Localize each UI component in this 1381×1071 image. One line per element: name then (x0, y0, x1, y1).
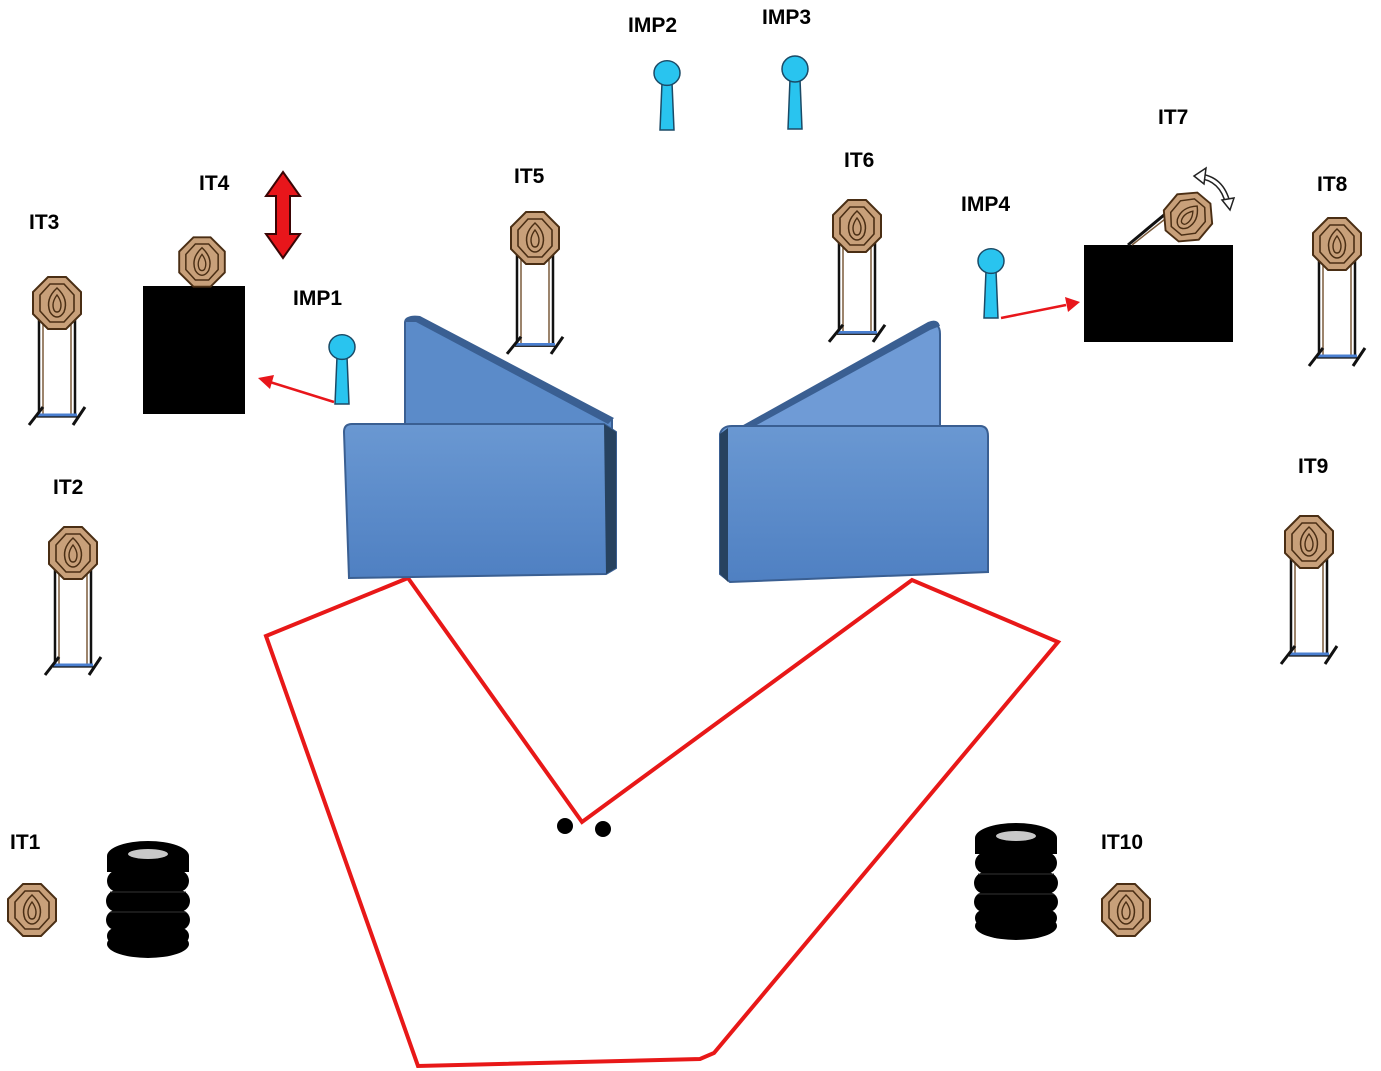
label-it1: IT1 (10, 831, 41, 854)
label-it10: IT10 (1101, 831, 1143, 854)
label-it7: IT7 (1158, 106, 1188, 129)
label-it2: IT2 (53, 476, 83, 499)
target-it8 (1307, 217, 1367, 368)
course-boundary-path (263, 576, 1062, 1069)
target-it5 (505, 211, 565, 356)
rotate-arrow-icon (1192, 166, 1236, 212)
arrow-imp4-to-it7 (1000, 297, 1080, 320)
no-shoot-imp4 (977, 247, 1005, 319)
target-it1 (7, 883, 57, 937)
label-it4: IT4 (199, 172, 230, 195)
label-imp4: IMP4 (961, 193, 1010, 216)
left-barricade (342, 315, 617, 580)
label-it9: IT9 (1298, 455, 1328, 478)
target-it7 (1084, 182, 1233, 342)
target-it10 (1101, 883, 1151, 937)
no-shoot-imp2 (653, 59, 681, 131)
target-it3 (27, 276, 87, 427)
target-it2 (43, 526, 103, 677)
tire-stack-icon (973, 822, 1059, 941)
label-it3: IT3 (29, 211, 59, 234)
start-position-marker (557, 818, 611, 837)
target-it9 (1279, 515, 1339, 666)
target-it4 (143, 236, 245, 414)
target-it6 (827, 199, 887, 344)
label-it5: IT5 (514, 165, 545, 188)
right-barricade (719, 320, 989, 584)
arrow-imp1-to-it4 (258, 375, 335, 404)
no-shoot-imp1 (328, 333, 356, 405)
label-imp2: IMP2 (628, 14, 677, 37)
up-down-arrow-icon (264, 170, 302, 260)
no-shoot-imp3 (781, 55, 809, 130)
label-imp1: IMP1 (293, 287, 342, 310)
label-it8: IT8 (1317, 173, 1348, 196)
label-imp3: IMP3 (762, 6, 811, 29)
label-it6: IT6 (844, 149, 874, 172)
tire-stack-icon (105, 840, 191, 959)
